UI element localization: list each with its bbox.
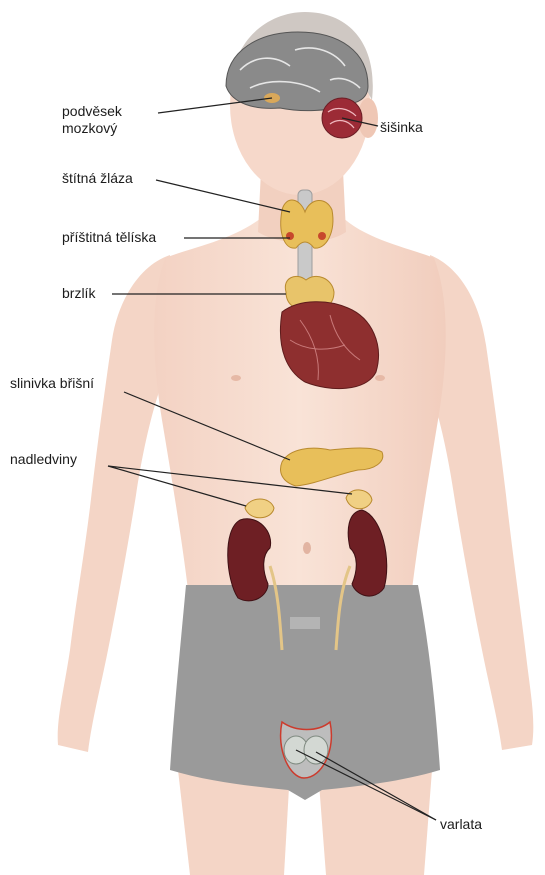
left-kidney	[228, 519, 271, 601]
label-pituitary: podvěsek mozkový	[62, 103, 122, 137]
label-pituitary-line2: mozkový	[62, 120, 122, 137]
left-nipple	[231, 375, 241, 381]
label-pineal: šišinka	[380, 119, 423, 136]
label-thymus: brzlík	[62, 285, 95, 302]
thyroid-gland	[281, 200, 333, 248]
right-nipple	[375, 375, 385, 381]
label-adrenal: nadledviny	[10, 451, 77, 468]
navel	[303, 542, 311, 554]
parathyroid-gland	[286, 232, 294, 240]
left-arm	[58, 255, 170, 752]
label-thyroid: štítná žláza	[62, 170, 133, 187]
parathyroid-gland-2	[318, 232, 326, 240]
label-testes: varlata	[440, 816, 482, 833]
briefs-label	[290, 617, 320, 629]
label-parathyroid: příštitná tělíska	[62, 229, 156, 246]
label-pancreas: slinivka břišní	[10, 375, 94, 392]
label-pituitary-line1: podvěsek	[62, 103, 122, 120]
